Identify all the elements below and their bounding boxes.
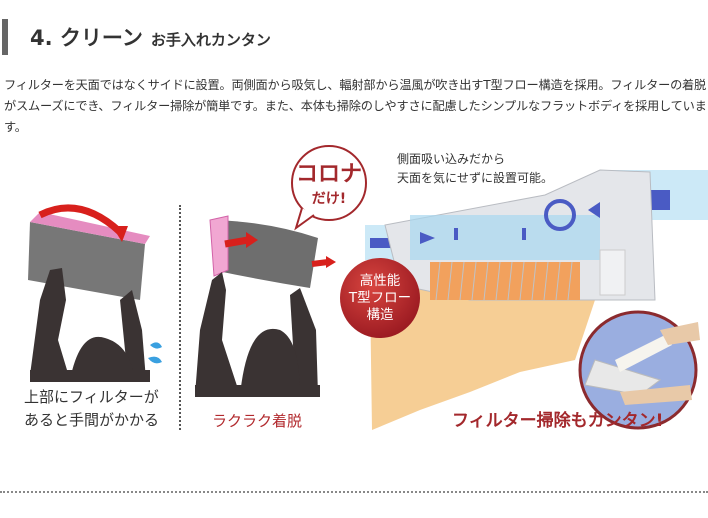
filter-cleaning-caption: フィルター掃除もカンタン! [452,411,664,431]
note-line1: 側面吸い込みだから [397,152,506,166]
filter-cleaning-photo [578,310,700,430]
heater-unit-icon [384,169,656,301]
section-divider-horizontal [0,491,708,493]
bubble-line1: コロナ [295,162,362,187]
heading-title: 4. クリーン [30,26,143,50]
section-divider-vertical [179,205,181,430]
person-removing-filter-icon [195,215,336,397]
badge-line3: 構造 [366,306,394,323]
left-caption-line1: 上部にフィルターが [24,388,159,406]
warm-air-shape [370,285,600,430]
description-paragraph: フィルターを天面ではなくサイドに設置。両側面から吸気し、輻射部から温風が吹き出す… [4,78,707,134]
left-caption: 上部にフィルターが あると手間がかかる [24,386,159,432]
middle-caption: ラクラク着脱 [212,412,303,430]
section-heading: 4. クリーン お手入れカンタン [0,18,271,56]
bubble-line2: だけ! [311,191,347,207]
note-line2: 天面を気にせずに設置可能。 [397,171,554,185]
badge-line1: 高性能 [359,272,401,289]
person-lifting-heater-icon [28,204,162,382]
corona-only-bubble: コロナ だけ! [290,144,368,220]
heading-subtitle: お手入れカンタン [150,30,271,49]
side-intake-note: 側面吸い込みだから 天面を気にせずに設置可能。 [397,150,553,188]
speech-bubble-icon [291,145,367,231]
badge-line2: T型フロー [348,289,412,306]
heading-accent-bar [2,19,8,55]
t-flow-badge: 高性能 T型フロー 構造 [340,258,420,338]
product-illustration [28,145,708,430]
left-caption-line2: あると手間がかかる [24,411,160,429]
